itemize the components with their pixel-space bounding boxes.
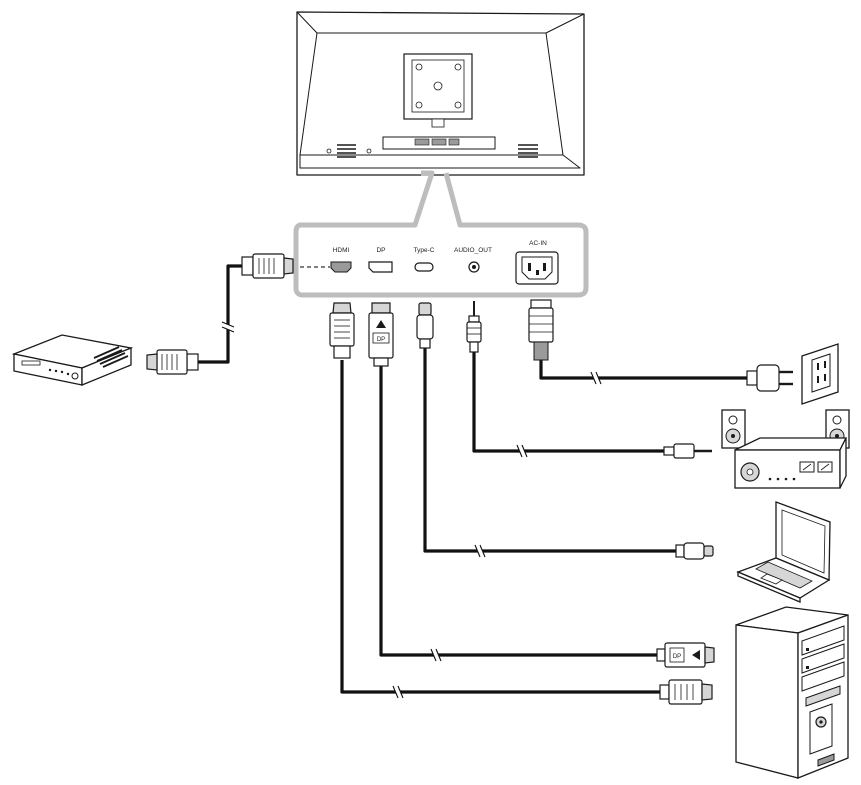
cable-typec-laptop <box>423 347 676 553</box>
cable-hdmi-media-player <box>198 264 242 364</box>
cable-ac-power <box>539 360 747 380</box>
svg-text:DP: DP <box>377 337 385 343</box>
monitor-rear-view <box>296 11 585 176</box>
cable-dp-pc <box>379 362 657 657</box>
port-label-dp: DP <box>376 247 385 254</box>
amplifier-speakers-icon <box>721 409 850 489</box>
hdmi-plug-icon <box>241 253 294 279</box>
displayport-plug-icon: DP <box>656 642 715 668</box>
hdmi-plug-icon <box>659 679 713 705</box>
hdmi-plug-icon <box>329 302 355 359</box>
svg-text:DP: DP <box>673 654 681 660</box>
ac-in-port <box>515 251 559 285</box>
cable-hdmi-pc <box>340 360 660 694</box>
port-label-ac-in: AC-IN <box>529 240 547 247</box>
cable-audio-amplifier <box>472 350 664 453</box>
dp-port <box>368 261 393 273</box>
us-power-plug-icon <box>746 364 793 392</box>
typec-port <box>414 262 434 272</box>
port-panel-callout <box>293 170 589 298</box>
cable-break-marks <box>220 321 602 700</box>
wall-outlet-icon <box>801 343 839 405</box>
port-label-audio-out: AUDIO_OUT <box>454 247 492 254</box>
audio-jack-plug-icon <box>663 443 712 459</box>
port-label-typec: Type-C <box>414 247 435 254</box>
hdmi-port <box>330 261 352 273</box>
hdmi-plug-icon <box>146 349 199 375</box>
ac-power-plug-icon <box>528 299 554 361</box>
usb-c-plug-icon <box>416 302 434 349</box>
pc-tower-icon <box>735 606 849 779</box>
audio-out-port <box>468 261 480 273</box>
port-label-hdmi: HDMI <box>333 247 350 254</box>
audio-jack-plug-icon <box>466 301 482 353</box>
displayport-plug-icon: DP <box>368 302 394 367</box>
laptop-icon <box>736 501 831 603</box>
media-player-icon <box>11 334 134 386</box>
usb-c-plug-icon <box>675 542 714 560</box>
